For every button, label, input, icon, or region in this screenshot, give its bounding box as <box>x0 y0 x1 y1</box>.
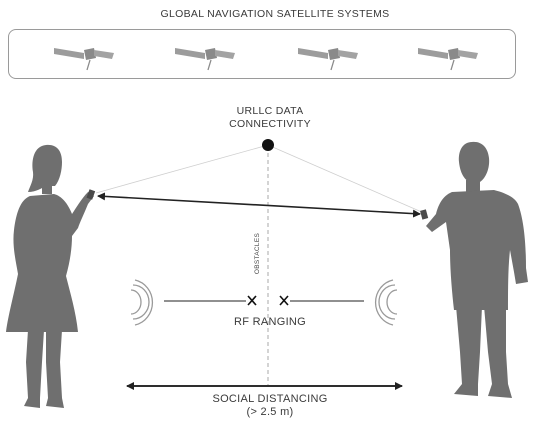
satellite-icon <box>298 48 358 71</box>
urllc-label-line1: URLLC DATA <box>236 105 304 117</box>
social-distancing-line1: SOCIAL DISTANCING <box>212 393 328 405</box>
urllc-label: URLLC DATA CONNECTIVITY <box>195 105 345 131</box>
urllc-label-line2: CONNECTIVITY <box>229 118 311 130</box>
woman-silhouette <box>6 144 94 408</box>
rf-ranging-label: RF RANGING <box>233 316 307 328</box>
urllc-node <box>262 139 274 151</box>
satellite-icon <box>175 48 235 71</box>
uplink-line-right <box>267 144 425 214</box>
phone-icon <box>86 189 96 200</box>
gnss-title: GLOBAL NAVIGATION SATELLITE SYSTEMS <box>160 8 390 20</box>
uplink-line-left <box>95 144 269 194</box>
obstacles-label: OBSTACLES <box>254 232 262 275</box>
rf-signal-right-icon <box>374 279 398 326</box>
satellite-panel <box>8 29 516 79</box>
blocked-mark-left-icon <box>247 295 257 306</box>
social-distancing-label: SOCIAL DISTANCING (> 2.5 m) <box>170 393 370 419</box>
blocked-mark-right-icon <box>279 295 289 306</box>
device-link-arrow <box>97 192 421 218</box>
satellite-icon <box>54 48 114 71</box>
man-silhouette <box>426 141 528 398</box>
rf-signal-left-icon <box>130 279 154 326</box>
social-distancing-line2: (> 2.5 m) <box>246 406 294 418</box>
phone-icon <box>420 209 429 220</box>
satellite-icon <box>418 48 478 71</box>
